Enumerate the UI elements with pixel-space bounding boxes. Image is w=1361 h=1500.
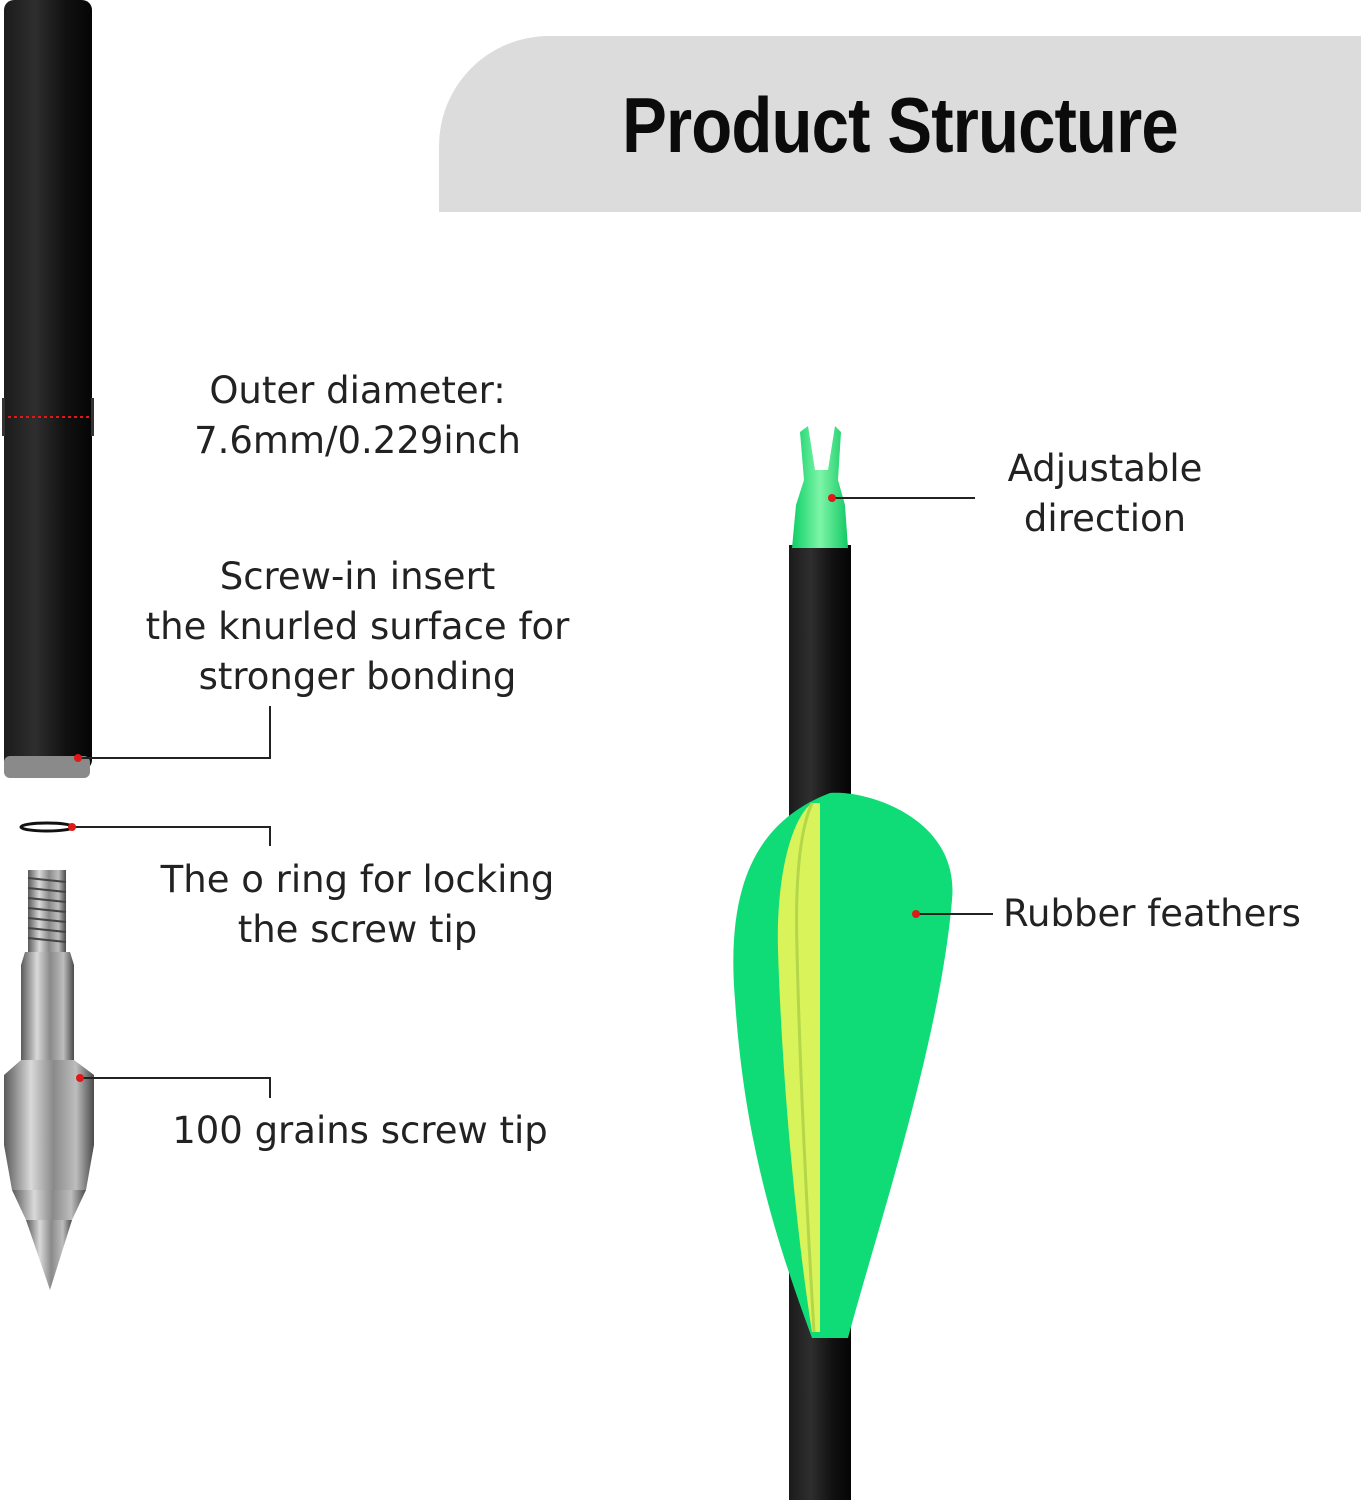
feathers-text: Rubber feathers (1003, 892, 1301, 935)
feathers-label: Rubber feathers (1003, 889, 1323, 939)
nock-line-1: Adjustable (1007, 447, 1203, 490)
o-ring-line-2: the screw tip (237, 908, 478, 951)
screw-insert-line-3: stronger bonding (198, 655, 517, 698)
outer-diameter-label: Outer diameter: 7.6mm/0.229inch (130, 366, 585, 466)
marker-dots (68, 494, 920, 1082)
shaft-closeup (2, 0, 94, 778)
page-title: Product Structure (622, 81, 1178, 169)
o-ring-line-1: The o ring for locking (160, 858, 555, 901)
o-ring-label: The o ring for locking the screw tip (120, 855, 595, 955)
screw-insert-line-1: Screw-in insert (219, 555, 496, 598)
screw-insert-line-2: the knurled surface for (145, 605, 570, 648)
o-ring (19, 821, 75, 833)
leader-lines (72, 497, 993, 1098)
screw-tip-label: 100 grains screw tip (120, 1106, 600, 1156)
screw-tip (4, 870, 94, 1290)
outer-diameter-line-1: Outer diameter: (209, 369, 506, 412)
nock-label: Adjustable direction (985, 444, 1225, 544)
screw-tip-text: 100 grains screw tip (172, 1109, 548, 1152)
title-banner: Product Structure (439, 36, 1361, 212)
outer-diameter-line-2: 7.6mm/0.229inch (194, 419, 521, 462)
screw-insert-label: Screw-in insert the knurled surface for … (110, 552, 605, 702)
arrow (733, 426, 953, 1500)
nock-line-2: direction (1023, 497, 1187, 540)
